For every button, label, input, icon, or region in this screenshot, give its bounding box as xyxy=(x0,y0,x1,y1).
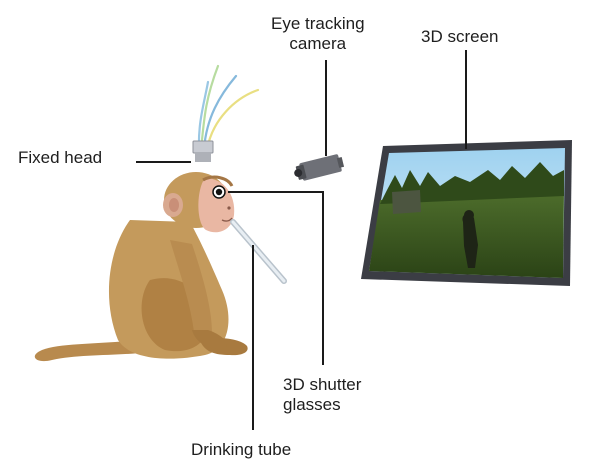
label-shutter-glasses-line2: glasses xyxy=(283,395,341,414)
leader-shutter-glasses xyxy=(228,191,324,365)
drinking-tube-icon xyxy=(230,219,287,284)
label-fixed-head-text: Fixed head xyxy=(18,148,103,167)
electrode-wires-icon xyxy=(197,64,260,152)
label-fixed-head: Fixed head xyxy=(18,148,102,168)
leader-lines xyxy=(136,50,467,430)
head-post-icon xyxy=(192,140,214,162)
label-eye-tracking-camera: Eye tracking camera xyxy=(271,14,365,54)
3d-screen-icon xyxy=(361,140,572,286)
label-eye-tracking-line1: Eye tracking xyxy=(271,14,365,33)
label-eye-tracking-line2: camera xyxy=(289,34,347,53)
monkey-illustration xyxy=(34,172,248,362)
label-drinking-tube: Drinking tube xyxy=(191,440,291,460)
label-drinking-tube-text: Drinking tube xyxy=(191,440,292,459)
label-shutter-glasses-line1: 3D shutter xyxy=(283,375,362,394)
eye-tracking-camera-icon xyxy=(294,154,345,181)
label-3d-screen-text: 3D screen xyxy=(421,27,499,46)
label-3d-shutter-glasses: 3D shutter glasses xyxy=(283,375,361,415)
label-3d-screen: 3D screen xyxy=(421,27,498,47)
